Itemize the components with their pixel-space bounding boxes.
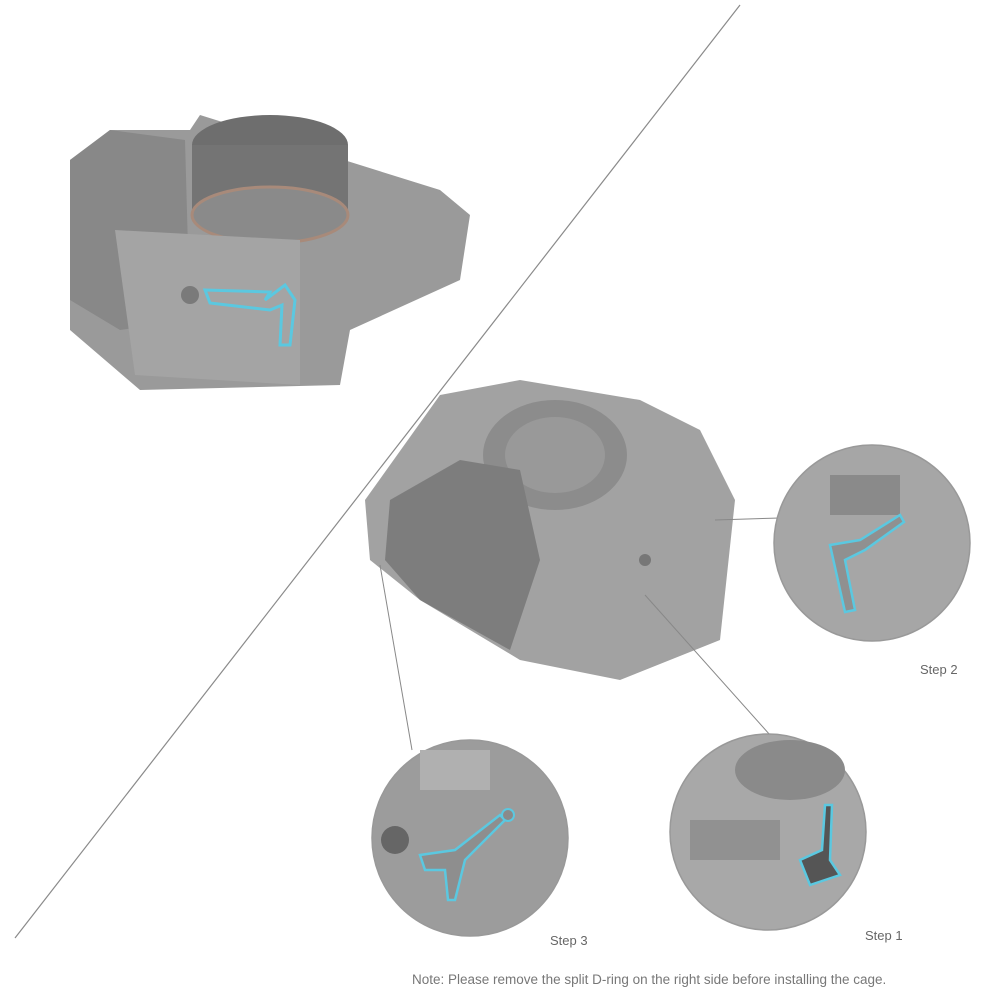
camera-cage-view [365,380,735,680]
detail-circle-step2 [773,444,971,642]
step2-label: Step 2 [920,662,958,677]
installation-note: Note: Please remove the split D-ring on … [412,972,887,987]
detail-circle-step1 [669,733,867,931]
camera-top-view [70,115,470,390]
divider-line [14,4,741,939]
callout-line-step1 [644,594,771,736]
callout-line-step2 [714,517,781,521]
detail-circle-step3 [371,739,569,937]
callout-line-step3 [379,564,413,751]
step1-label: Step 1 [865,928,903,943]
d-ring-highlight [202,282,297,347]
step3-label: Step 3 [550,933,588,948]
